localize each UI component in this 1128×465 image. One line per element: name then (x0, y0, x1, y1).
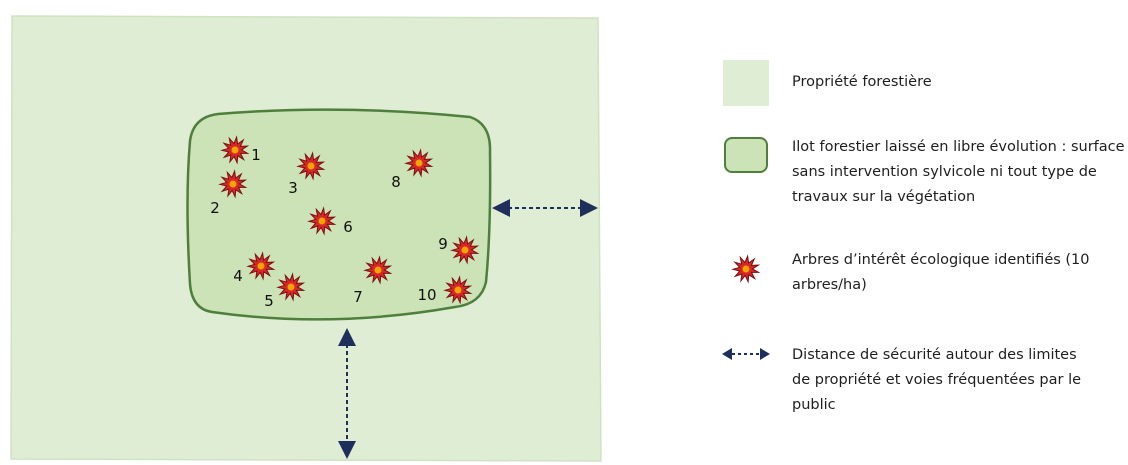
legend-item-distance: Distance de sécurité autour des limites … (722, 343, 1092, 418)
red-starburst-icon (731, 254, 761, 284)
tree-marker-6: 6 (307, 206, 353, 236)
tree-marker-10: 10 (417, 275, 473, 305)
ilot-swatch-icon (724, 137, 768, 173)
tree-marker-2: 2 (210, 169, 248, 217)
tree-center-dot (287, 283, 295, 291)
property-swatch-icon (723, 60, 769, 106)
tree-center-dot (229, 180, 237, 188)
legend-item-property: Propriété forestière (722, 60, 932, 106)
tree-center-dot (374, 266, 382, 274)
tree-label: 2 (210, 199, 220, 217)
tree-label: 6 (343, 218, 353, 236)
tree-marker-4: 4 (233, 251, 276, 285)
tree-center-dot (461, 246, 469, 254)
tree-center-dot (307, 162, 315, 170)
tree-center-dot (318, 217, 326, 225)
tree-label: 10 (417, 286, 436, 304)
tree-marker-3: 3 (288, 151, 326, 197)
tree-label: 5 (264, 292, 274, 310)
legend-item-ilot: Ilot forestier laissé en libre évolution… (722, 135, 1128, 210)
tree-label: 4 (233, 267, 243, 285)
legend-property-label: Propriété forestière (792, 74, 932, 90)
legend-distance-label: Distance de sécurité autour des limites … (792, 347, 1082, 413)
tree-marker-1: 1 (220, 135, 261, 165)
free-evolution-ilot (186, 108, 492, 321)
tree-marker-8: 8 (391, 148, 434, 191)
tree-marker-7: 7 (353, 255, 393, 306)
tree-label: 9 (438, 235, 448, 253)
tree-center-dot (257, 262, 265, 270)
tree-label: 7 (353, 288, 363, 306)
legend-ilot-label: Ilot forestier laissé en libre évolution… (792, 139, 1125, 205)
tree-center-dot (454, 286, 462, 294)
tree-marker-9: 9 (438, 235, 480, 265)
legend-trees-label: Arbres d’intérêt écologique identifiés (… (792, 252, 1090, 293)
tree-center-dot (231, 146, 239, 154)
ecological-trees-layer: 1 2 3 4 5 6 7 8 9 10 (210, 135, 480, 310)
tree-center-dot (415, 159, 423, 167)
tree-label: 8 (391, 173, 401, 191)
double-headed-dashed-arrow-icon (722, 348, 770, 360)
tree-label: 3 (288, 179, 298, 197)
tree-marker-5: 5 (264, 272, 306, 310)
tree-label: 1 (251, 146, 261, 164)
legend-item-trees: Arbres d’intérêt écologique identifiés (… (722, 248, 1112, 298)
